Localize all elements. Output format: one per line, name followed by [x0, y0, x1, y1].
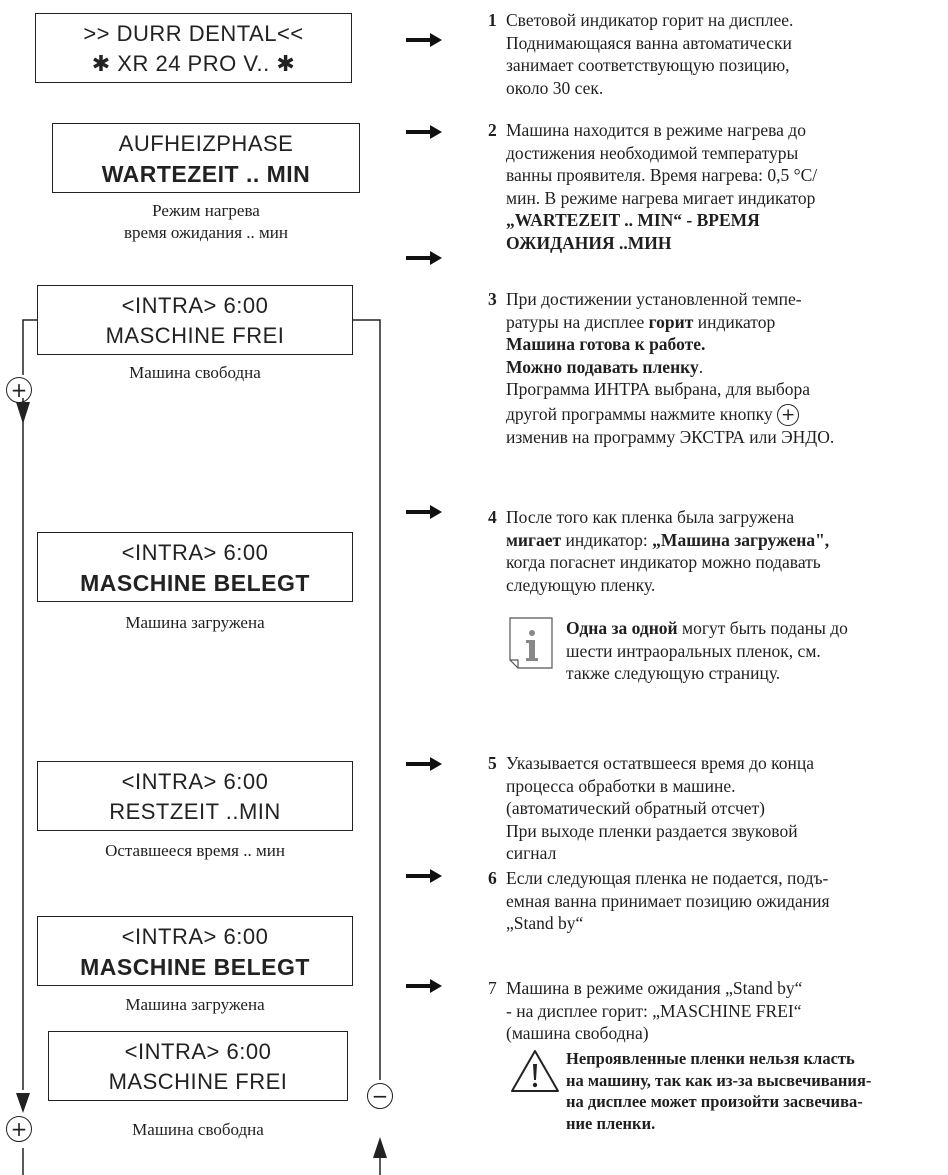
plus-circle-icon: + [777, 404, 800, 427]
display-line-1: <INTRA> 6:00 [124, 1039, 272, 1064]
warning-text: Непроявленные пленки нельзя класть на ма… [566, 1049, 872, 1133]
display-remaining-time: <INTRA> 6:00 RESTZEIT ..MIN [37, 761, 353, 831]
right-arrow-icon [406, 505, 442, 519]
warning-icon [511, 1050, 559, 1092]
display-line-2: MASCHINE FREI [105, 323, 285, 348]
display-machine-free-2: <INTRA> 6:00 MASCHINE FREI [48, 1031, 348, 1101]
display-line-2: ✱ XR 24 PRO V.. ✱ [91, 51, 296, 76]
display-startup: >> DURR DENTAL<< ✱ XR 24 PRO V.. ✱ [35, 13, 352, 83]
step-number: 5 [488, 753, 497, 773]
caption-machine-free-2: Машина свободна [132, 1120, 264, 1139]
display-line-2: WARTEZEIT .. MIN [101, 161, 311, 187]
display-line-2: RESTZEIT ..MIN [109, 799, 281, 824]
caption-machine-loaded: Машина загружена [125, 613, 265, 632]
display-line-1: <INTRA> 6:00 [121, 540, 269, 565]
right-arrow-icon [406, 125, 442, 139]
right-arrow-icon [406, 869, 442, 883]
step-6: 6 Если следующая пленка не подается, под… [488, 868, 830, 933]
step-5: 5 Указывается остатвшееся время до конца… [488, 753, 814, 863]
right-arrow-icon [406, 757, 442, 771]
display-line-1: AUFHEIZPHASE [118, 131, 294, 156]
caption-machine-free: Машина свободна [129, 363, 261, 382]
step-3: 3 При достижении установленной темпе- ра… [488, 289, 835, 448]
display-heating: AUFHEIZPHASE WARTEZEIT .. MIN [52, 123, 360, 193]
caption-heating: Режим нагрева время ожидания .. мин [124, 201, 288, 242]
display-machine-loaded: <INTRA> 6:00 MASCHINE BELEGT [37, 532, 353, 602]
step-7: 7 Машина в режиме ожидания „Stand by“ - … [488, 978, 803, 1043]
info-note: Одна за одной могут быть поданы до шести… [566, 618, 848, 683]
display-line-2: MASCHINE FREI [108, 1069, 288, 1094]
step-number: 3 [488, 289, 497, 309]
info-icon [509, 617, 553, 669]
caption-machine-loaded-2: Машина загружена [125, 995, 265, 1014]
display-line-1: >> DURR DENTAL<< [83, 21, 304, 46]
right-arrow-icon [406, 33, 442, 47]
step-number: 2 [488, 120, 497, 140]
display-line-1: <INTRA> 6:00 [121, 293, 269, 318]
step-number: 1 [488, 10, 497, 30]
display-line-2: MASCHINE BELEGT [80, 570, 310, 596]
step-number: 7 [488, 978, 497, 998]
caption-remaining-time: Оставшееся время .. мин [105, 841, 285, 860]
display-line-2: MASCHINE BELEGT [80, 954, 310, 980]
plus-circle-icon: + [6, 1116, 32, 1142]
step-number: 4 [488, 507, 497, 527]
plus-circle-icon: + [6, 377, 32, 403]
display-machine-loaded-2: <INTRA> 6:00 MASCHINE BELEGT [37, 916, 353, 986]
display-line-1: <INTRA> 6:00 [121, 769, 269, 794]
step-number: 6 [488, 868, 497, 888]
minus-circle-icon: − [367, 1083, 393, 1109]
display-machine-free: <INTRA> 6:00 MASCHINE FREI [37, 285, 353, 355]
step-1: 1 Световой индикатор горит на дисплее. П… [488, 10, 794, 98]
step-4: 4 После того как пленка была загружена м… [488, 507, 830, 595]
right-arrow-icon [406, 251, 442, 265]
right-arrow-icon [406, 979, 442, 993]
display-line-1: <INTRA> 6:00 [121, 924, 269, 949]
step-2: 2 Машина находится в режиме нагрева до д… [488, 120, 818, 253]
